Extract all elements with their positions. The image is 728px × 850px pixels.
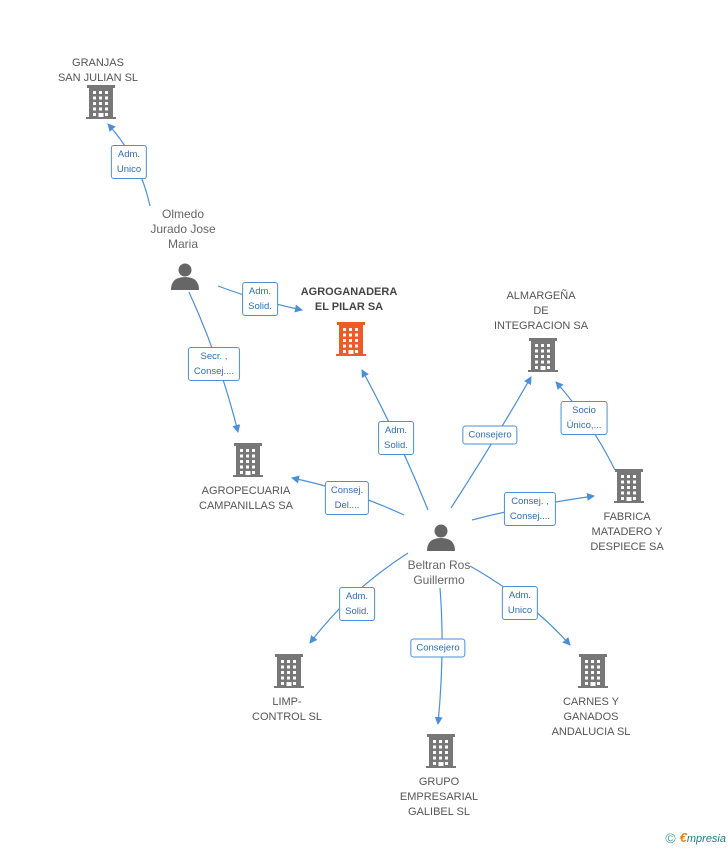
edge-label[interactable]: Consej. Del.... <box>324 481 370 515</box>
node-label-grupo[interactable]: GRUPO EMPRESARIAL GALIBEL SL <box>399 776 479 818</box>
node-label-almargena[interactable]: ALMARGEÑA DE INTEGRACION SA <box>493 290 589 332</box>
edge-label[interactable]: Adm. Unico <box>501 586 539 620</box>
node-label-agropecuaria[interactable]: AGROPECUARIA CAMPANILLAS SA <box>199 485 293 512</box>
node-label-granjas[interactable]: GRANJAS SAN JULIAN SL <box>57 57 139 84</box>
brand-logo-text: mpresia <box>686 833 726 845</box>
building-icon[interactable] <box>614 469 644 503</box>
edge-label[interactable]: Consejero <box>462 425 518 445</box>
edge-label[interactable]: Socio Único,... <box>560 401 608 435</box>
node-label-fabrica[interactable]: FABRICA MATADERO Y DESPIECE SA <box>590 511 664 553</box>
building-icon[interactable] <box>233 443 263 477</box>
edge-label[interactable]: Adm. Solid. <box>242 282 278 316</box>
node-label-carnes[interactable]: CARNES Y GANADOS ANDALUCIA SL <box>551 696 631 738</box>
node-label-olmedo[interactable]: Olmedo Jurado Jose Maria <box>150 207 216 251</box>
node-label-limp[interactable]: LIMP- CONTROL SL <box>252 696 322 723</box>
building-icon[interactable] <box>86 85 116 119</box>
building-icon[interactable] <box>528 338 558 372</box>
edge-label[interactable]: Consejero <box>410 638 466 658</box>
icons-layer <box>86 85 644 768</box>
edge-label[interactable]: Adm. Unico <box>110 145 148 179</box>
edge-label[interactable]: Adm. Solid. <box>339 587 375 621</box>
person-icon[interactable] <box>171 263 199 291</box>
edge-label[interactable]: Consej. , Consej.... <box>503 492 557 526</box>
edge-label[interactable]: Secr. , Consej.... <box>187 347 241 381</box>
copyright-icon: © <box>665 830 676 846</box>
building-icon[interactable] <box>426 734 456 768</box>
footer-brand[interactable]: ©€mpresia <box>665 830 726 846</box>
edge-label[interactable]: Adm. Solid. <box>378 421 414 455</box>
node-label-agroganadera[interactable]: AGROGANADERA EL PILAR SA <box>300 286 398 313</box>
building-icon[interactable] <box>274 654 304 688</box>
brand-logo-letter: € <box>679 830 687 845</box>
node-label-beltran[interactable]: Beltran Ros Guillermo <box>407 558 471 587</box>
person-icon[interactable] <box>427 524 455 552</box>
building-icon[interactable] <box>578 654 608 688</box>
main-company-building-icon[interactable] <box>336 322 366 356</box>
